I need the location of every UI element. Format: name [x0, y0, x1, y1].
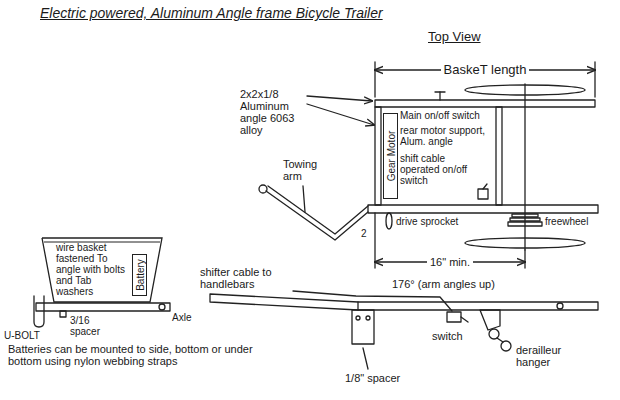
box-label: Gear Motor: [385, 131, 396, 182]
derailleur-pulley: [501, 341, 511, 351]
dimension-label: 2: [361, 228, 367, 239]
material-note: 2x2x1/8 Aluminum angle 6063 alloy: [240, 88, 302, 136]
extension-line: [524, 250, 525, 268]
frame-joint: [357, 302, 358, 310]
hitch-eye: [259, 185, 267, 193]
view-title: Top View: [428, 30, 481, 44]
part-label: derailleur hanger: [516, 344, 588, 368]
part-label: drive sprocket: [396, 216, 458, 227]
axle-end: [159, 304, 165, 310]
bolt: [366, 316, 370, 320]
aluminum-angle-crossmember: [496, 107, 502, 205]
leader-line: [303, 186, 305, 212]
u-bolt: [34, 296, 44, 327]
wheel: [465, 85, 585, 95]
bolt: [356, 316, 360, 320]
sprocket: [386, 213, 392, 229]
basket-note: wire basket fastened To angle with bolts…: [56, 242, 128, 297]
dimension-label: BaskeT length: [441, 63, 530, 77]
aluminum-angle-end: [36, 303, 170, 311]
part-label: Axle: [172, 312, 191, 323]
derailleur-cage: [497, 338, 503, 342]
part-label: 1/8" spacer: [345, 372, 400, 384]
part-label: U-BOLT: [4, 330, 40, 341]
leader-line: [307, 96, 372, 101]
battery-box: Battery: [132, 254, 147, 296]
aluminum-angle-crossmember: [375, 107, 381, 205]
freewheel-cog: [512, 214, 538, 217]
spacer: [60, 311, 66, 317]
aluminum-angle-rail: [368, 205, 598, 213]
derailleur-hanger: [480, 310, 500, 330]
freewheel-cog: [510, 218, 540, 221]
box-label: Battery: [134, 259, 145, 291]
part-label: Main on/off switch: [400, 110, 494, 121]
basket-outline-path: [42, 238, 162, 302]
dimension-label: 16" min.: [427, 256, 473, 268]
angle-label: 176° (arm angles up): [392, 278, 495, 290]
leader-line: [307, 104, 374, 125]
wire-basket: Battery wire basket fastened To angle wit…: [40, 236, 164, 304]
part-label: Towing arm: [283, 158, 328, 182]
note: Batteries can be mounted to side, bottom…: [8, 343, 270, 367]
switch-symbol: [439, 92, 440, 100]
axle: [524, 84, 525, 250]
gear-motor-box: Gear Motor: [383, 113, 398, 199]
derailleur-pulley: [489, 329, 499, 339]
towing-arm: [268, 186, 368, 234]
switch-symbol: [435, 91, 445, 92]
towing-arm: [266, 191, 368, 240]
part-label: rear motor support, Alum. angle: [400, 125, 494, 147]
extension-line: [374, 213, 375, 268]
wheel: [465, 238, 585, 248]
drawing-title: Electric powered, Aluminum Angle frame B…: [40, 6, 383, 21]
part-label: shifter cable to handlebars: [200, 266, 290, 290]
part-label: freewheel: [545, 216, 588, 227]
leader-line: [363, 348, 368, 369]
switch-symbol: [447, 312, 461, 322]
part-label: switch: [432, 330, 463, 342]
switch-symbol: [478, 189, 488, 199]
part-label: shift cable operated on/off switch: [400, 153, 476, 186]
part-label: 3/16 spacer: [70, 315, 110, 337]
extension-line: [374, 62, 375, 97]
switch-lever: [461, 317, 468, 322]
freewheel-cog: [508, 222, 542, 226]
shifter-cable: [293, 291, 452, 311]
axle-end: [557, 303, 563, 309]
aluminum-angle-rail: [375, 100, 595, 107]
extension-line: [594, 62, 595, 97]
motor-support-plate: [352, 310, 374, 344]
switch-lever: [483, 184, 487, 189]
